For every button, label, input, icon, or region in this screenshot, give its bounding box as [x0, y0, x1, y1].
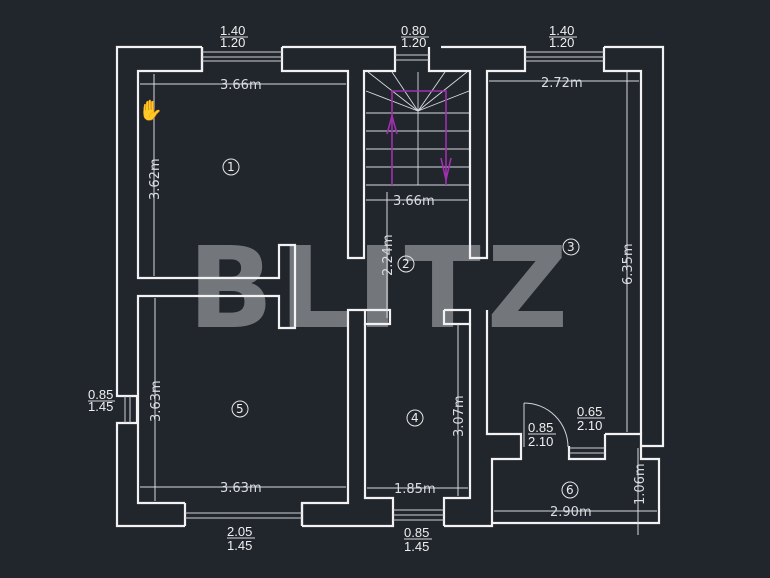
svg-text:1.20: 1.20 — [401, 35, 426, 50]
svg-text:0.85: 0.85 — [404, 525, 429, 540]
room1-height-label: 3.62m — [148, 158, 163, 200]
room6-width-label: 2.90m — [550, 505, 592, 520]
svg-text:6: 6 — [566, 483, 574, 497]
svg-text:0.85: 0.85 — [88, 387, 113, 402]
opening-label-top-right: 1.401.20 — [549, 23, 577, 50]
svg-text:4: 4 — [411, 411, 419, 425]
svg-text:1.40: 1.40 — [549, 23, 574, 38]
staircase — [365, 71, 470, 186]
room5-width-label: 3.63m — [220, 481, 262, 496]
hand-pan-icon: ✋ — [138, 98, 163, 122]
svg-text:1.45: 1.45 — [404, 539, 429, 554]
svg-text:1.40: 1.40 — [220, 23, 245, 38]
svg-text:0.65: 0.65 — [577, 404, 602, 419]
svg-text:1: 1 — [227, 160, 235, 174]
room4-height-label: 3.07m — [452, 395, 467, 437]
opening-label-room6-window: 0.652.10 — [577, 404, 605, 433]
room5-height-label: 3.63m — [149, 380, 164, 422]
room-marker-3: 3 — [562, 238, 580, 256]
svg-text:1.45: 1.45 — [88, 399, 113, 414]
room3-height-label: 6.35m — [621, 243, 636, 285]
opening-label-door: 0.852.10 — [528, 420, 556, 449]
windows — [124, 51, 605, 521]
svg-text:2.05: 2.05 — [227, 524, 252, 539]
room4-width-label: 1.85m — [394, 482, 436, 497]
room-marker-5: 5 — [231, 400, 249, 418]
dimension-lines — [140, 72, 657, 535]
svg-text:1.20: 1.20 — [220, 35, 245, 50]
door-swing — [523, 402, 569, 448]
room-marker-4: 4 — [406, 409, 424, 427]
opening-label-left: 0.851.45 — [88, 387, 115, 414]
room-marker-1: 1 — [222, 158, 240, 176]
room1-width-label: 3.66m — [220, 78, 262, 93]
walls — [115, 45, 665, 528]
opening-label-top-left: 1.401.20 — [220, 23, 248, 50]
opening-label-bottom-left: 2.051.45 — [227, 524, 255, 553]
opening-label-top-stairs: 0.801.20 — [401, 23, 429, 50]
room-marker-6: 6 — [561, 481, 579, 499]
svg-text:1.20: 1.20 — [549, 35, 574, 50]
svg-text:1.45: 1.45 — [227, 538, 252, 553]
watermark: BLITZ — [188, 224, 574, 354]
room2-height-label: 2.24m — [381, 234, 396, 276]
svg-text:2.10: 2.10 — [577, 418, 602, 433]
room6-height-label: 1.06m — [633, 463, 648, 505]
svg-text:5: 5 — [236, 402, 244, 416]
svg-text:0.85: 0.85 — [528, 420, 553, 435]
opening-label-bottom-middle: 0.851.45 — [404, 525, 432, 554]
svg-text:0.80: 0.80 — [401, 23, 426, 38]
room2-width-label: 3.66m — [393, 194, 435, 209]
svg-text:2: 2 — [402, 257, 410, 271]
svg-text:3: 3 — [567, 240, 575, 254]
room-marker-2: 2 — [397, 255, 415, 273]
svg-text:2.10: 2.10 — [528, 434, 553, 449]
room3-width-label: 2.72m — [541, 76, 583, 91]
